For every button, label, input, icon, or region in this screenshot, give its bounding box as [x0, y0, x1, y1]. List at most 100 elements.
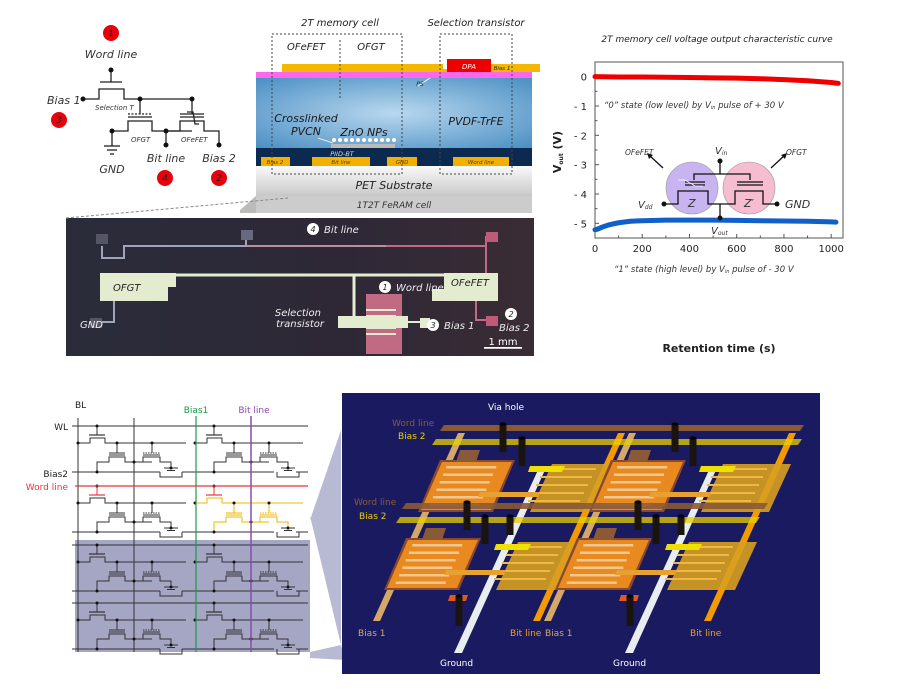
layout-shape [422, 528, 446, 540]
array-cell [76, 543, 186, 597]
micro-marker-4-label: 4 [310, 225, 315, 234]
ofgt-label: OFGT [131, 136, 151, 144]
array-cell [193, 543, 303, 597]
micro-ofgt-label: OFGT [113, 283, 141, 294]
bit-line-left-label: Bit line [510, 629, 542, 639]
bl-label: BL [75, 401, 86, 411]
marker-1 [103, 25, 119, 41]
comb-finger [442, 473, 493, 476]
marker-2 [211, 170, 227, 186]
bias2-mid-label: Bias 2 [359, 512, 386, 522]
x-tick-label: 200 [633, 244, 652, 255]
y-tick-label: - 4 [574, 190, 587, 201]
bias1-label: Bias 1 [47, 94, 81, 107]
micro-bias1-label: Bias 1 [444, 321, 475, 332]
inset-vin-label: Vin [715, 146, 728, 157]
micro-marker-2-label: 2 [508, 310, 513, 319]
x-axis-label: Retention time (s) [662, 342, 775, 355]
inset-gnd-label: GND [785, 198, 810, 211]
comb-finger [604, 496, 655, 499]
comb-finger [439, 481, 490, 484]
comb-finger [408, 551, 459, 554]
array-cell [76, 601, 186, 655]
bias2-top-label: Bias 2 [398, 432, 425, 442]
comb-finger [433, 496, 484, 499]
cs-ofefet-label: OFeFET [287, 42, 326, 53]
y-tick-label: 0 [581, 73, 587, 84]
highlighted-region [75, 540, 310, 652]
comb-finger [402, 566, 453, 569]
zno-label: ZnO NPs [339, 126, 388, 139]
word-line-mid-label: Word line [354, 498, 397, 508]
ground-trace [454, 470, 545, 653]
layout-shape [478, 492, 540, 497]
inverter-inset: OFeFET OFGT Vin Vdd Vout Z Z′ GND [625, 146, 810, 237]
gnd-label: GND [99, 163, 124, 176]
comb-finger [607, 488, 658, 491]
via-pillar [481, 516, 489, 544]
via-hole-label: Via hole [488, 403, 525, 413]
ofefet-circle [665, 161, 719, 215]
word-line-label: Word line [85, 48, 138, 61]
annotation-state0: “0” state (low level) by Vin pulse of + … [604, 101, 785, 111]
comb-finger [613, 473, 664, 476]
electrode-word-line: Word line [468, 160, 495, 166]
marker-3-label: 3 [56, 116, 62, 126]
via-pillar [634, 502, 642, 530]
array-3d-layout: Via hole Word line Bias 2 Word line Bias… [342, 393, 820, 674]
ground-left-label: Ground [440, 659, 473, 669]
via-pillar [652, 516, 660, 544]
via-pillar [518, 438, 526, 466]
annotation-state1: “1” state (high level) by Vin pulse of -… [614, 265, 795, 275]
comb-finger [570, 574, 621, 577]
layout-shape [615, 570, 677, 575]
piid-label: PIID-BT [330, 150, 355, 158]
marker-4-label: 4 [162, 174, 168, 184]
micro-word-line-label: Word line [396, 283, 444, 294]
via-pillar [677, 516, 685, 535]
marker-1-label: 1 [108, 29, 114, 39]
micro-marker-2 [505, 308, 517, 320]
electrode-bit-line: Bit line [331, 160, 351, 166]
selection-t-label: Selection T [95, 104, 134, 112]
micro-ofefet-label: OFeFET [451, 278, 490, 289]
projection-wedge [310, 430, 341, 645]
array-cell [76, 424, 186, 478]
comb-finger [617, 466, 668, 469]
pvdf-label: PVDF-TrFE [448, 115, 503, 128]
ground-via [455, 596, 463, 626]
device-cross-section: 2T memory cell Selection transistor OFeF… [240, 18, 540, 213]
cs-bias1-label: Bias 1 [494, 66, 511, 72]
chart-title: 2T memory cell voltage output characteri… [601, 35, 833, 45]
bit-line-label: Bit line [147, 152, 185, 165]
bit-line-right-label: Bit line [690, 629, 722, 639]
x-tick-label: 800 [774, 244, 793, 255]
layout-shape [665, 544, 702, 550]
layout-shape [528, 466, 565, 472]
via-pillar [506, 516, 514, 535]
bias2-top-bar [432, 439, 802, 445]
comb-finger [583, 544, 634, 547]
micro-marker-3-label: 3 [430, 321, 435, 330]
micro-transistor-label: transistor [276, 319, 325, 330]
x-tick-label: 1000 [818, 244, 843, 255]
via-pillar [499, 424, 507, 452]
micro-marker-4 [307, 223, 319, 235]
crosslinked-label: Crosslinked [274, 112, 339, 125]
marker-3 [51, 112, 67, 128]
marker-2-label: 2 [216, 174, 222, 184]
comb-finger [405, 559, 456, 562]
ground-trace [625, 470, 716, 653]
inset-ofgt-label: OFGT [786, 148, 808, 157]
pvcn-label: PVCN [291, 125, 321, 138]
micro-marker-1 [379, 281, 391, 293]
inset-zprime-label: Z′ [743, 197, 755, 210]
series-state1-line [592, 217, 839, 233]
y-tick-label: - 2 [574, 131, 587, 142]
bias1-column-label: Bias1 [184, 406, 209, 416]
y-tick-label: - 5 [574, 219, 587, 230]
bias1-left-label: Bias 1 [358, 629, 385, 639]
layout-shape [444, 570, 506, 575]
cell-schematic: 1 3 4 2 Word line Bias 1 GND Bit line Bi… [47, 25, 236, 186]
series-state0-line [592, 74, 841, 86]
